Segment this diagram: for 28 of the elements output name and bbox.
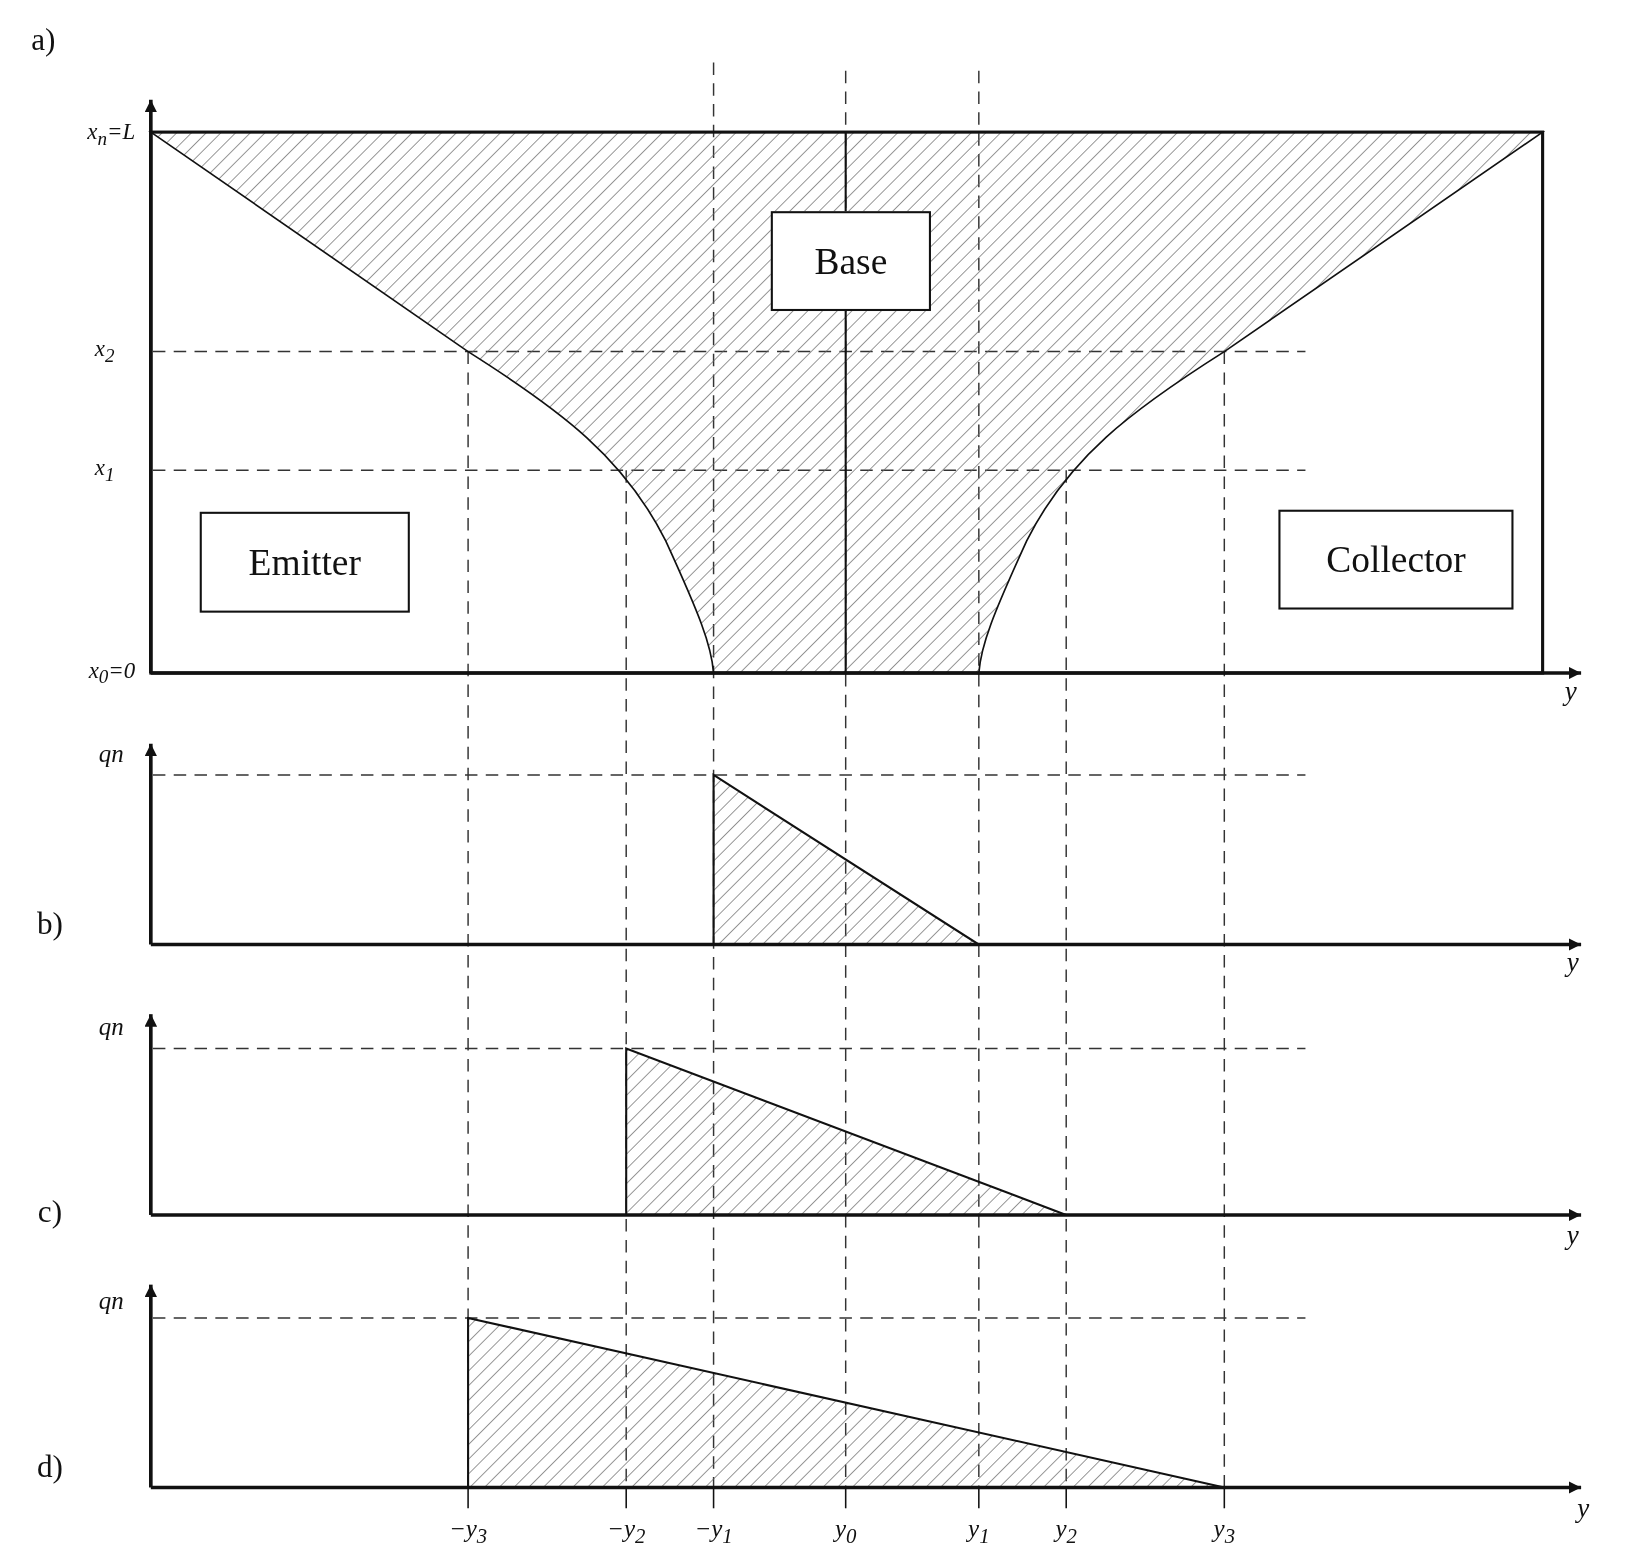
axis-label: qn bbox=[98, 741, 124, 767]
panel-letter: d) bbox=[36, 1451, 63, 1483]
axis-tick-label: x$_{2}$ bbox=[94, 337, 115, 366]
region-label-box bbox=[770, 211, 931, 311]
region-label-box bbox=[199, 511, 410, 613]
region-name: Collector bbox=[1326, 537, 1466, 582]
axis-label: y bbox=[1564, 678, 1577, 706]
region-name: Base bbox=[814, 239, 888, 283]
axis-label: y bbox=[1566, 948, 1579, 976]
axis-label: qn bbox=[98, 1014, 124, 1040]
axis-tick-label: y$_{0}$ bbox=[834, 1516, 857, 1547]
axis-tick-label: y$_{1}$ bbox=[968, 1516, 990, 1547]
axis-tick-label: x$_{n}$=L bbox=[87, 120, 136, 149]
region-label-box bbox=[1278, 509, 1514, 610]
axis-tick-label: −y$_{3}$ bbox=[448, 1516, 488, 1547]
axis-tick-label: x$_{0}$=0 bbox=[88, 659, 136, 687]
panel-letter: b) bbox=[36, 908, 63, 940]
axis-label: y bbox=[1577, 1494, 1590, 1522]
axis-tick-label: y$_{2}$ bbox=[1055, 1516, 1077, 1547]
axis-tick-label: −y$_{2}$ bbox=[607, 1516, 646, 1547]
axis-tick-label: x$_{1}$ bbox=[94, 456, 115, 485]
panel-letter: c) bbox=[37, 1196, 63, 1228]
axis-tick-label: y$_{3}$ bbox=[1213, 1516, 1236, 1547]
axis-label: y bbox=[1566, 1222, 1579, 1250]
axis-label: qn bbox=[98, 1287, 124, 1313]
region-name: Emitter bbox=[248, 540, 361, 585]
panel-letter: a) bbox=[31, 23, 56, 56]
axis-tick-label: −y$_{1}$ bbox=[694, 1516, 733, 1547]
